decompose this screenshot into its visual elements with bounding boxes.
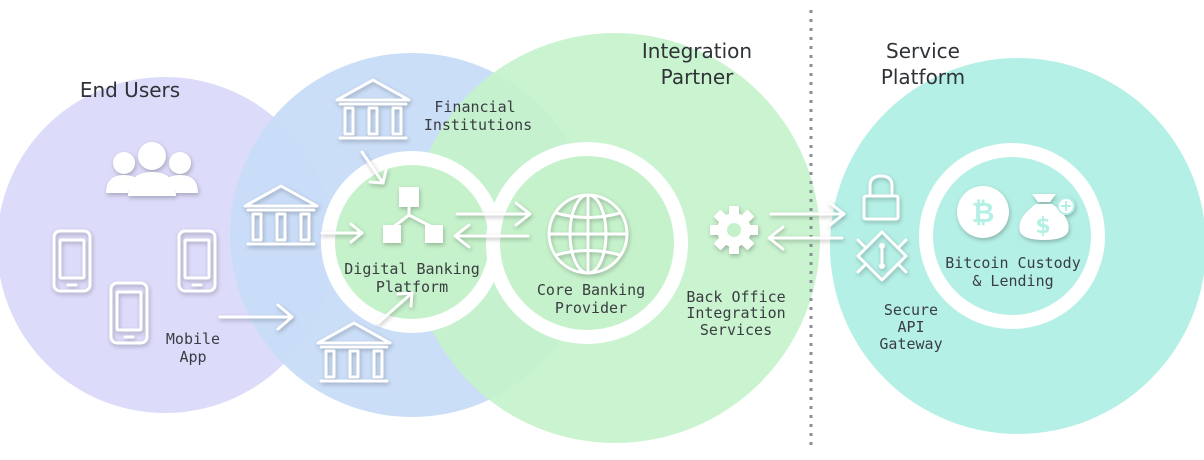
mobile-app-label-1: Mobile: [166, 330, 220, 348]
back-office-label-3: Services: [700, 321, 772, 339]
bank-building-icon: [316, 321, 392, 383]
back-office-label-2: Integration: [686, 304, 785, 322]
end-users-title: End Users: [80, 78, 180, 102]
bitcoin-ring: [919, 143, 1105, 329]
bitcoin-custody-label-2: & Lending: [972, 272, 1053, 290]
platform-core-exchange-arrows: [453, 201, 532, 249]
bank-to-platform-arrow: [360, 150, 388, 185]
gear-icon: [710, 206, 758, 254]
money-bag-icon: $: [1019, 194, 1075, 240]
integration-partner-title-2: Partner: [661, 65, 734, 89]
bank-to-platform-arrow: [376, 291, 414, 325]
core-banking-label-1: Core Banking: [537, 281, 645, 299]
secure-api-label-2: API: [897, 318, 924, 336]
lock-icon: [862, 174, 900, 221]
secure-api-label-1: Secure: [884, 301, 938, 319]
bitcoin-coin-icon: ₿: [957, 186, 1009, 238]
bank-building-icon: [335, 78, 411, 140]
smartphone-icon: [177, 229, 217, 293]
bank-building-icon: [243, 184, 319, 246]
digital-banking-label-2: Platform: [376, 278, 448, 296]
back-office-label-1: Back Office: [686, 288, 785, 306]
bank-to-platform-arrow: [320, 222, 364, 244]
secure-api-label-3: Gateway: [879, 335, 942, 353]
bitcoin-custody-label-1: Bitcoin Custody: [945, 254, 1080, 272]
service-platform-title-1: Service: [886, 39, 960, 63]
api-chip-icon: [856, 230, 908, 282]
mobile-app-label-2: App: [179, 348, 206, 366]
mobile-to-platform-arrow: [218, 303, 294, 331]
users-group-icon: [106, 142, 198, 196]
smartphone-icon: [109, 281, 149, 345]
svg-text:$: $: [1035, 214, 1050, 239]
service-platform-title-2: Platform: [881, 65, 965, 89]
globe-icon: [547, 193, 629, 275]
network-hub-icon: [383, 187, 443, 243]
backoffice-gateway-exchange-arrows: [767, 201, 846, 251]
integration-partner-title-1: Integration: [642, 39, 752, 63]
financial-institutions-label-1: Financial: [434, 98, 515, 116]
digital-banking-label-1: Digital Banking: [344, 260, 479, 278]
core-banking-label-2: Provider: [555, 299, 627, 317]
smartphone-icon: [52, 229, 92, 293]
svg-text:₿: ₿: [972, 196, 995, 229]
financial-institutions-label-2: Institutions: [424, 116, 532, 134]
